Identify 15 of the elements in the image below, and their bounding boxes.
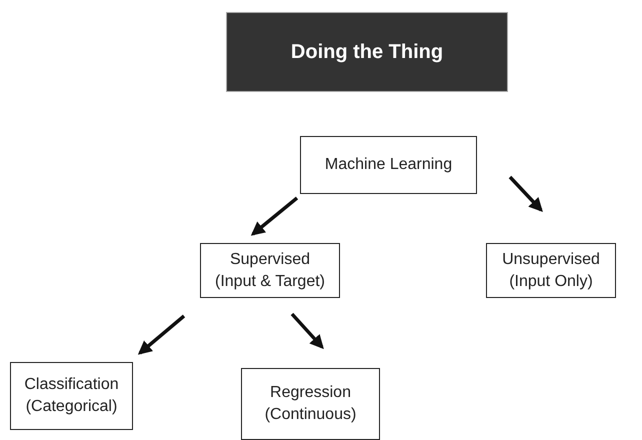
node-label: Unsupervised (Input Only) <box>501 250 601 292</box>
node-label: Machine Learning <box>324 155 454 176</box>
process-box <box>10 362 133 430</box>
title-banner: Doing the Thing <box>226 12 508 92</box>
node-label: Supervised (Input & Target) <box>214 250 326 292</box>
node-label: Regression (Continuous) <box>264 383 358 425</box>
process-box <box>300 136 477 194</box>
process-box <box>486 243 616 298</box>
arrow <box>290 312 324 350</box>
arrow <box>508 176 543 212</box>
process-box <box>241 368 380 440</box>
process-box <box>200 243 340 298</box>
arrow <box>250 196 298 236</box>
arrow <box>138 314 186 355</box>
node-label: Classification (Categorical) <box>23 375 120 417</box>
